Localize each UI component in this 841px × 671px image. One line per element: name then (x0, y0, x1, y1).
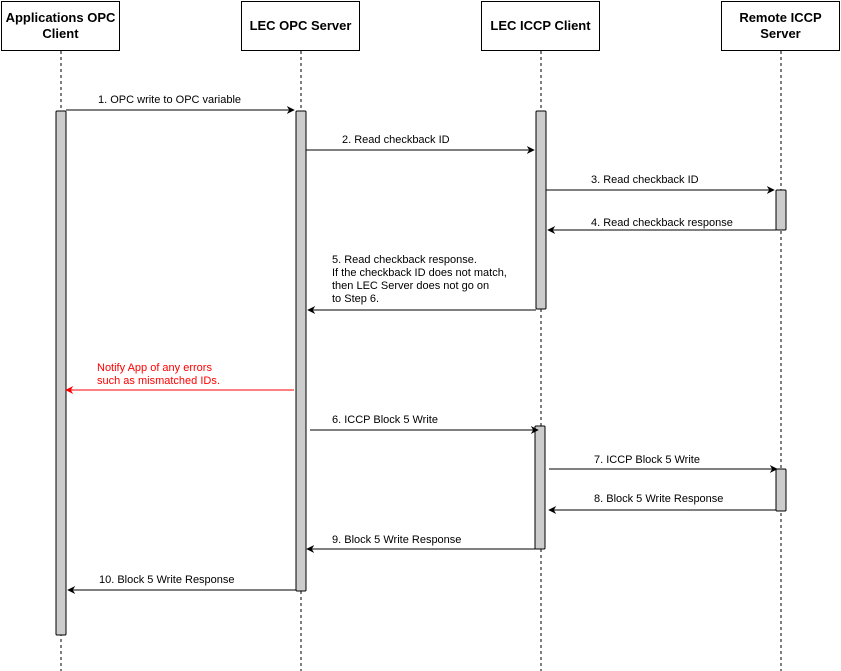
actor-applications-opc-client: Applications OPC Client (1, 1, 120, 51)
actor-lec-opc-server: LEC OPC Server (241, 1, 360, 51)
actor-label: LEC ICCP Client (490, 18, 591, 33)
activation-remote-2 (775, 468, 787, 512)
activation-server (295, 110, 307, 592)
actor-lec-iccp-client: LEC ICCP Client (481, 1, 600, 51)
message-label-error: Notify App of any errors such as mismatc… (97, 362, 220, 387)
activation-client-2 (534, 425, 546, 550)
activation-app (55, 110, 67, 636)
message-label-3: 3. Read checkback ID (591, 174, 699, 186)
actor-label: Remote ICCP Server (739, 10, 822, 41)
message-label-7: 7. ICCP Block 5 Write (594, 454, 700, 466)
message-label-8: 8. Block 5 Write Response (594, 493, 724, 505)
actor-label: Applications OPC Client (5, 10, 116, 41)
actor-label: LEC OPC Server (249, 18, 352, 33)
message-label-2: 2. Read checkback ID (342, 134, 450, 146)
actor-remote-iccp-server: Remote ICCP Server (721, 1, 840, 51)
message-label-6: 6. ICCP Block 5 Write (332, 414, 438, 426)
message-label-5: 5. Read checkback response. If the check… (332, 254, 507, 305)
activation-remote-1 (775, 189, 787, 231)
activation-client-1 (535, 110, 547, 310)
message-label-10: 10. Block 5 Write Response (99, 574, 235, 586)
message-label-9: 9. Block 5 Write Response (332, 534, 462, 546)
message-label-4: 4. Read checkback response (591, 217, 733, 229)
message-label-1: 1. OPC write to OPC variable (98, 94, 242, 106)
